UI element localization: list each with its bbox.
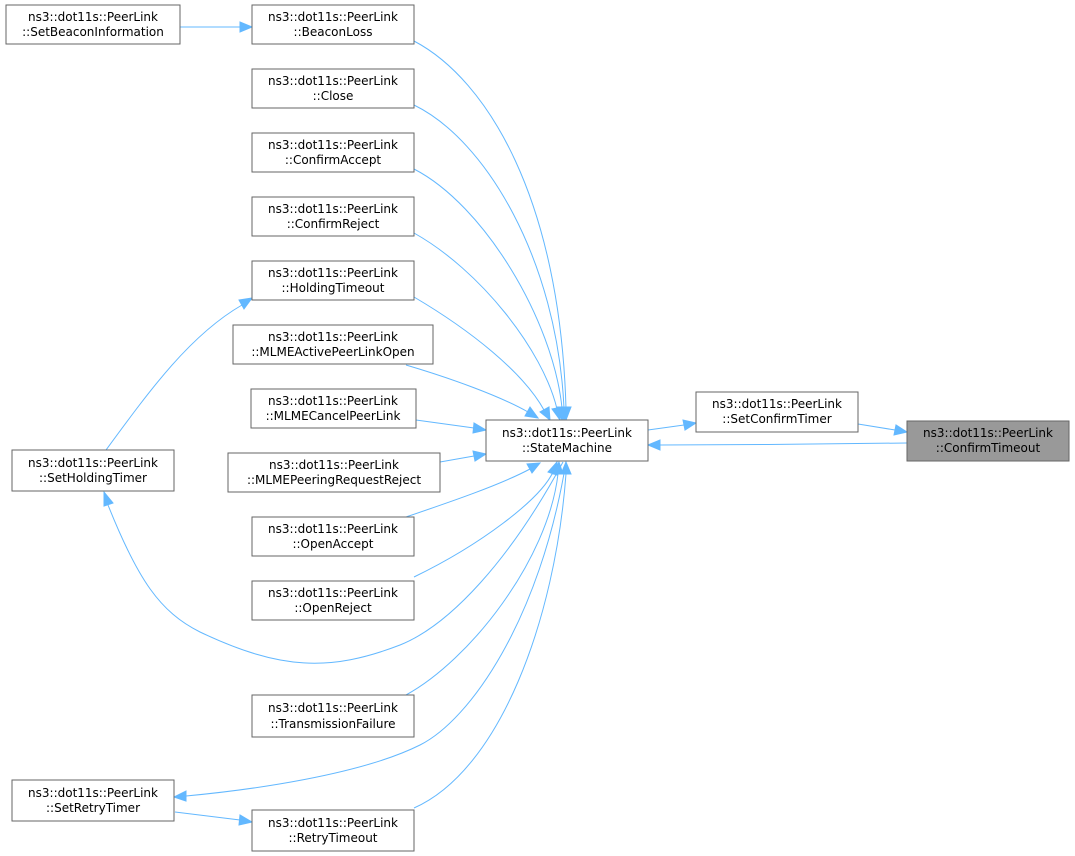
node-line2: ::TransmissionFailure	[270, 717, 395, 731]
node-confirm-accept[interactable]: ns3::dot11s::PeerLink ::ConfirmAccept	[251, 132, 415, 173]
node-line1: ns3::dot11s::PeerLink	[269, 458, 399, 472]
node-line1: ns3::dot11s::PeerLink	[712, 397, 842, 411]
edge-transmission-failure-to-state-machine	[405, 460, 564, 696]
node-state-machine[interactable]: ns3::dot11s::PeerLink ::StateMachine	[485, 419, 649, 462]
node-line1: ns3::dot11s::PeerLink	[268, 816, 398, 830]
node-line1: ns3::dot11s::PeerLink	[28, 10, 158, 24]
node-line1: ns3::dot11s::PeerLink	[268, 266, 398, 280]
node-line2: ::RetryTimeout	[288, 831, 377, 845]
node-open-accept[interactable]: ns3::dot11s::PeerLink ::OpenAccept	[251, 516, 415, 557]
edge-state-machine-to-set-retry-timer	[172, 461, 567, 802]
node-line2: ::StateMachine	[522, 441, 612, 455]
node-open-reject[interactable]: ns3::dot11s::PeerLink ::OpenReject	[251, 580, 415, 621]
node-line1: ns3::dot11s::PeerLink	[268, 202, 398, 216]
node-line2: ::SetBeaconInformation	[22, 25, 164, 39]
node-line2: ::Close	[313, 89, 354, 103]
edge-mlme-peering-request-reject-to-state-machine	[439, 450, 488, 463]
node-line1: ns3::dot11s::PeerLink	[268, 394, 398, 408]
node-line1: ns3::dot11s::PeerLink	[923, 426, 1053, 440]
edge-set-holding-timer-to-holding-timeout	[105, 297, 254, 451]
node-line2: ::MLMEActivePeerLinkOpen	[251, 345, 414, 359]
node-line2: ::SetConfirmTimer	[722, 412, 831, 426]
node-line2: ::MLMECancelPeerLink	[266, 409, 401, 423]
node-line2: ::ConfirmTimeout	[936, 441, 1041, 455]
node-beacon-loss[interactable]: ns3::dot11s::PeerLink ::BeaconLoss	[251, 4, 415, 45]
node-line2: ::ConfirmReject	[287, 217, 380, 231]
node-line2: ::ConfirmAccept	[285, 153, 382, 167]
call-graph-nodes: ns3::dot11s::PeerLink ::SetBeaconInforma…	[5, 4, 1070, 852]
node-set-confirm-timer[interactable]: ns3::dot11s::PeerLink ::SetConfirmTimer	[695, 391, 859, 433]
edge-set-beacon-information-to-beacon-loss	[180, 21, 254, 33]
edge-set-confirm-timer-to-confirm-timeout	[857, 423, 909, 436]
node-line2: ::OpenReject	[294, 601, 372, 615]
node-line1: ns3::dot11s::PeerLink	[268, 701, 398, 715]
node-mlme-cancel-peer-link[interactable]: ns3::dot11s::PeerLink ::MLMECancelPeerLi…	[250, 388, 417, 429]
node-line1: ns3::dot11s::PeerLink	[28, 456, 158, 470]
edge-retry-timeout-to-state-machine	[413, 460, 572, 809]
edge-set-retry-timer-to-retry-timeout	[174, 811, 254, 826]
node-line2: ::HoldingTimeout	[282, 281, 385, 295]
node-mlme-peering-request-reject[interactable]: ns3::dot11s::PeerLink ::MLMEPeeringReque…	[227, 452, 441, 493]
edge-beacon-loss-to-state-machine	[413, 40, 572, 422]
node-close[interactable]: ns3::dot11s::PeerLink ::Close	[251, 68, 415, 109]
node-line1: ns3::dot11s::PeerLink	[502, 426, 632, 440]
node-mlme-active-peer-link-open[interactable]: ns3::dot11s::PeerLink ::MLMEActivePeerLi…	[232, 324, 434, 365]
edge-close-to-state-machine	[413, 104, 570, 422]
node-set-holding-timer[interactable]: ns3::dot11s::PeerLink ::SetHoldingTimer	[11, 449, 175, 492]
node-confirm-timeout: ns3::dot11s::PeerLink ::ConfirmTimeout	[906, 420, 1070, 462]
node-line2: ::OpenAccept	[292, 537, 373, 551]
edge-mlme-cancel-peer-link-to-state-machine	[415, 419, 488, 434]
node-set-retry-timer[interactable]: ns3::dot11s::PeerLink ::SetRetryTimer	[11, 779, 175, 822]
edge-state-machine-to-set-holding-timer	[103, 461, 564, 664]
edge-holding-timeout-to-state-machine	[413, 296, 551, 422]
node-line1: ns3::dot11s::PeerLink	[28, 786, 158, 800]
node-line2: ::SetHoldingTimer	[39, 471, 147, 485]
edge-open-accept-to-state-machine	[405, 462, 542, 518]
edge-state-machine-to-set-confirm-timer	[647, 419, 698, 431]
node-line1: ns3::dot11s::PeerLink	[268, 138, 398, 152]
node-line2: ::MLMEPeeringRequestReject	[247, 473, 421, 487]
node-transmission-failure[interactable]: ns3::dot11s::PeerLink ::TransmissionFail…	[251, 694, 415, 738]
node-line1: ns3::dot11s::PeerLink	[268, 74, 398, 88]
node-line1: ns3::dot11s::PeerLink	[268, 330, 398, 344]
node-confirm-reject[interactable]: ns3::dot11s::PeerLink ::ConfirmReject	[251, 196, 415, 237]
node-holding-timeout[interactable]: ns3::dot11s::PeerLink ::HoldingTimeout	[251, 260, 415, 301]
node-retry-timeout[interactable]: ns3::dot11s::PeerLink ::RetryTimeout	[251, 809, 415, 852]
node-line2: ::BeaconLoss	[294, 25, 373, 39]
node-line1: ns3::dot11s::PeerLink	[268, 522, 398, 536]
edge-confirm-reject-to-state-machine	[413, 232, 563, 422]
call-graph-edges	[103, 21, 909, 826]
node-line1: ns3::dot11s::PeerLink	[268, 10, 398, 24]
node-line1: ns3::dot11s::PeerLink	[268, 586, 398, 600]
node-line2: ::SetRetryTimer	[46, 801, 140, 815]
node-set-beacon-information[interactable]: ns3::dot11s::PeerLink ::SetBeaconInforma…	[5, 4, 181, 45]
edge-confirm-timeout-to-state-machine	[646, 439, 908, 451]
edge-confirm-accept-to-state-machine	[413, 168, 568, 422]
edge-mlme-active-peer-link-open-to-state-machine	[405, 364, 540, 419]
